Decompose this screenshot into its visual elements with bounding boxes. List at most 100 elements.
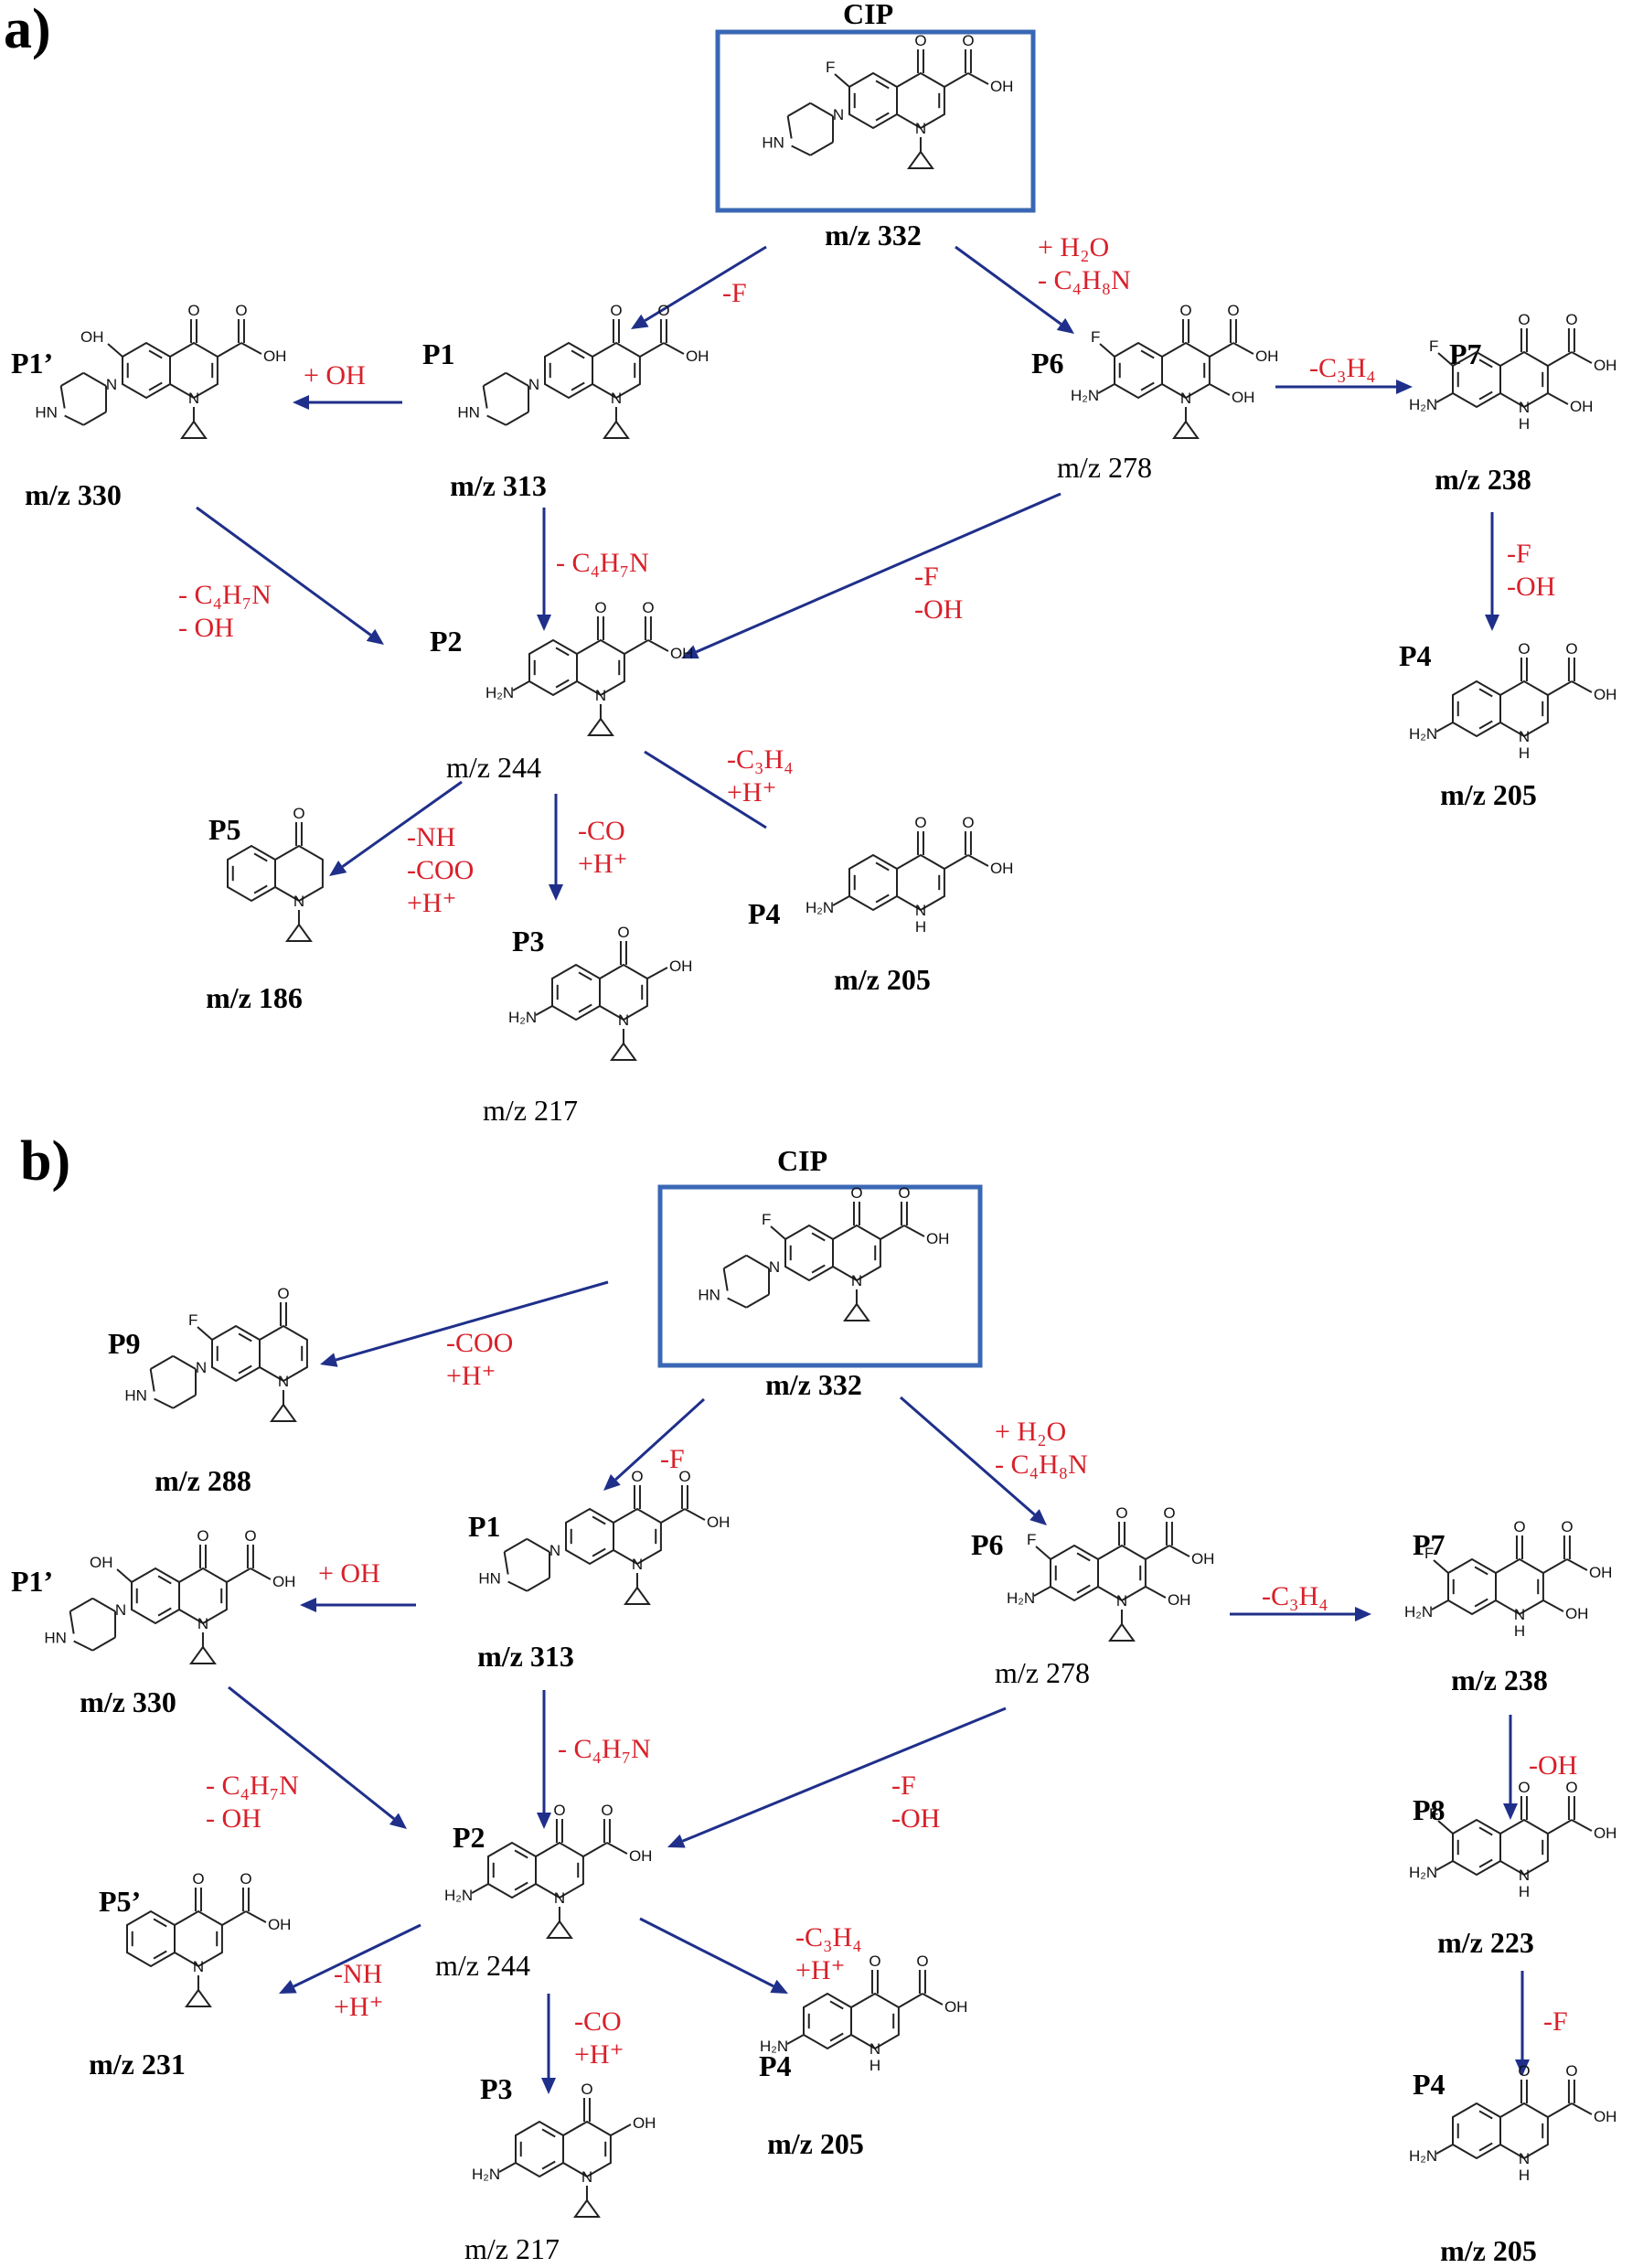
hydroxyl-group: OH <box>1589 1564 1613 1581</box>
bond <box>82 371 107 387</box>
aromatic-bond <box>1478 358 1493 369</box>
nitrogen-atom: N <box>197 1615 208 1632</box>
step-annotation-line: -F <box>722 278 747 308</box>
amino-group: H₂N <box>1409 396 1437 413</box>
arrow-head <box>537 615 551 631</box>
pyridone-ring <box>850 1992 900 2050</box>
hydrogen-atom: H <box>1514 1622 1525 1640</box>
mz-value-p2: m/z 244 <box>435 1949 530 1982</box>
step-annotation-line: -CO <box>574 2006 622 2037</box>
aromatic-bond <box>555 679 570 689</box>
bond <box>217 342 242 358</box>
compound-label-p4r: P4 <box>1413 2068 1446 2101</box>
step-cip-p1: -F <box>722 278 747 308</box>
arrow-p1-to-p1-prime <box>293 395 402 410</box>
arrow-shaft <box>682 1706 1007 1843</box>
oxygen-atom: O <box>1115 1504 1127 1522</box>
step-annotation-line: -OH <box>914 594 963 625</box>
step-cip-p1: -F <box>660 1444 685 1474</box>
bond <box>880 1225 905 1240</box>
hydroxyl-group: OH <box>1168 1591 1191 1609</box>
arrow-shaft <box>614 1397 706 1482</box>
oxygen-atom: O <box>1513 1518 1525 1535</box>
hydroxyl-group: OH <box>1594 2108 1617 2125</box>
bond <box>1435 2144 1454 2155</box>
step-p8-p4: -F <box>1543 2006 1568 2037</box>
cip-box <box>715 29 1036 213</box>
bond <box>172 1354 197 1370</box>
piperazine-ring: HN <box>457 371 530 426</box>
mz-value-p4: m/z 205 <box>834 963 931 996</box>
arrow-cip-to-p9 <box>320 1280 609 1367</box>
cyclopropyl <box>189 1645 217 1664</box>
step-annotation-line: +H⁺ <box>578 849 627 879</box>
bond <box>226 1567 251 1583</box>
bond <box>1435 722 1454 733</box>
arrow-head <box>631 314 649 329</box>
arrow-cip-to-p1 <box>603 1397 706 1491</box>
mz-value-p5p: m/z 231 <box>89 2048 186 2081</box>
arrow-head <box>389 1813 407 1829</box>
aromatic-bond <box>514 1849 528 1859</box>
compound-label-p4m: P4 <box>759 2049 792 2082</box>
step-p6-p2: -F-OH <box>891 1771 940 1834</box>
compound-label-p1p: P1’ <box>11 1565 53 1598</box>
bond <box>1571 1819 1593 1832</box>
bond <box>82 411 107 426</box>
bond <box>1145 1545 1170 1560</box>
nitrogen-atom: N <box>581 2168 592 2186</box>
bond <box>154 1397 174 1409</box>
nh-group: HN <box>478 1570 501 1588</box>
aromatic-bond <box>875 112 890 122</box>
step-annotation-line: -COO <box>407 855 474 885</box>
aromatic-bond <box>1478 1858 1493 1868</box>
compound-label-p4: P4 <box>748 897 781 930</box>
bond <box>1431 1599 1449 1610</box>
hydroxyl-group: OH <box>272 1573 296 1590</box>
nitrogen-atom: N <box>851 1272 862 1289</box>
panel-label-b: b) <box>20 1130 70 1193</box>
arrow-p2-to-p4 <box>644 750 767 829</box>
oxygen-atom: O <box>277 1285 289 1302</box>
cyclopropyl <box>624 1586 651 1605</box>
bond <box>486 414 507 426</box>
fluorine-atom: F <box>762 1211 771 1228</box>
step-cip-p9: -COO+H⁺ <box>446 1328 513 1391</box>
arrow-p6-to-p2 <box>667 1706 1007 1848</box>
nh-group: HN <box>44 1630 67 1647</box>
oxygen-atom: O <box>197 1527 208 1545</box>
step-p6-p2: -F-OH <box>914 562 963 625</box>
bond <box>646 967 668 979</box>
compound-label-p1: P1 <box>468 1510 501 1543</box>
arrow-p1-to-p1-prime <box>300 1598 416 1612</box>
mz-value-p1p: m/z 330 <box>25 478 122 511</box>
aromatic-bond <box>578 971 592 981</box>
mz-value-p8: m/z 223 <box>1437 1926 1534 1959</box>
mz-value-p2: m/z 244 <box>446 751 541 784</box>
arrow-shaft <box>955 245 1062 326</box>
nitrogen-atom: N <box>915 902 926 919</box>
mz-value-p5: m/z 186 <box>206 981 303 1014</box>
pyridone-ring <box>259 1324 308 1383</box>
arrow-p2-to-p4 <box>639 1917 788 1994</box>
arrow-p2-to-p5-prime <box>279 1923 421 1994</box>
hydroxyl-group: OH <box>1594 1824 1617 1842</box>
bond <box>786 2034 805 2045</box>
step-annotation-line: + H₂O <box>1038 232 1109 262</box>
benzene-ring <box>1050 1544 1099 1602</box>
cyclopropyl <box>285 923 313 942</box>
pyridone-ring <box>1499 2102 1549 2160</box>
pyridone-ring <box>1495 1557 1544 1616</box>
step-annotation-line: +H⁺ <box>574 2039 624 2070</box>
bond <box>107 343 123 358</box>
benzene-ring <box>1452 2102 1501 2160</box>
oxygen-atom: O <box>594 599 606 616</box>
aromatic-bond <box>811 1232 826 1242</box>
aromatic-bond <box>1474 1566 1488 1576</box>
